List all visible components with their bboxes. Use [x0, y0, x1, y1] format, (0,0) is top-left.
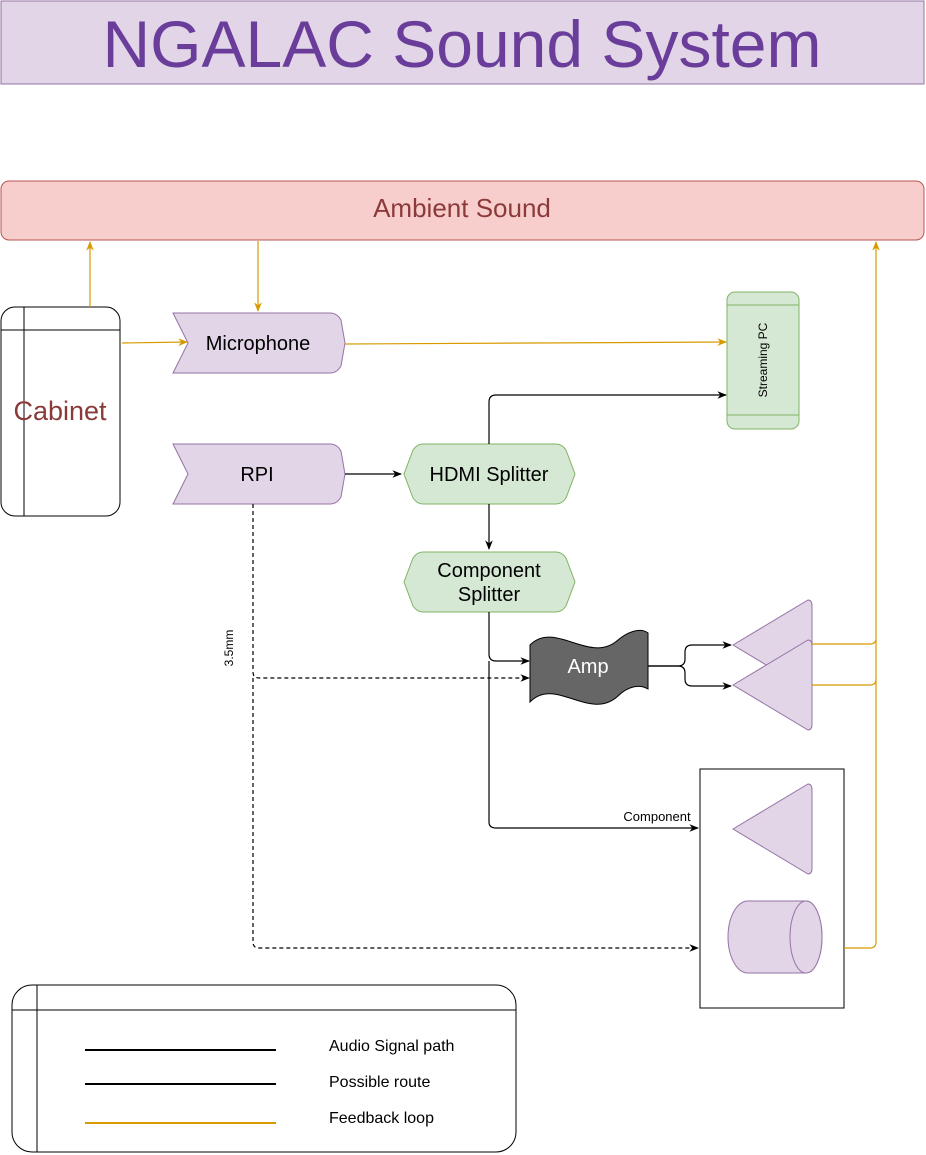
edge-microphone-streaming-pc [344, 338, 727, 346]
tv-speaker [732, 783, 813, 875]
rpi-node: RPI [172, 443, 346, 505]
ambient-sound-node: Ambient Sound [0, 180, 925, 241]
component-splitter-label-line2: Splitter [458, 584, 521, 606]
ambient-sound-label: Ambient Sound [373, 193, 551, 223]
edge-amp-speaker-bottom [648, 665, 732, 690]
hdmi-splitter-label: HDMI Splitter [430, 464, 549, 486]
legend-label-feedback-loop: Feedback loop [329, 1110, 434, 1127]
amp-label: Amp [567, 656, 608, 678]
signal-edges [345, 391, 732, 832]
component-splitter-label-line1: Component [437, 560, 541, 582]
legend-label-possible-route: Possible route [329, 1074, 430, 1091]
edge-tv-feedback [844, 640, 877, 949]
title-banner: NGALAC Sound System [0, 0, 925, 85]
amp-node: Amp [529, 629, 649, 705]
diagram-title: NGALAC Sound System [103, 7, 822, 81]
component-splitter-node: Component Splitter [403, 551, 576, 613]
feedback-edges [86, 241, 880, 949]
streaming-pc-node: Streaming PC [726, 291, 800, 430]
edge-speaker-bottom-feedback [812, 678, 877, 686]
rpi-label: RPI [240, 464, 273, 486]
edge-amp-speaker-top [648, 641, 732, 667]
legend: Audio Signal path Possible route Feedbac… [11, 984, 517, 1153]
edge-label-component: Component [623, 809, 691, 824]
possible-route-edges [252, 504, 699, 952]
edge-cabinet-microphone [121, 338, 188, 346]
edge-component-tv [488, 661, 699, 832]
cabinet-label: Cabinet [13, 396, 107, 426]
edge-rpi-tv-dashed [252, 678, 699, 952]
edge-rpi-amp-dashed [252, 504, 530, 682]
tv-cylinder [727, 900, 823, 974]
edge-component-amp [488, 612, 530, 665]
legend-label-audio-signal: Audio Signal path [329, 1038, 454, 1055]
cabinet-node: Cabinet [0, 306, 121, 517]
microphone-node: Microphone [172, 312, 346, 374]
edge-label-3-5mm: 3.5mm [222, 630, 236, 667]
edge-speaker-top-ambient [812, 241, 880, 645]
tv-node [699, 768, 845, 1009]
streaming-pc-label: Streaming PC [756, 322, 770, 397]
hdmi-splitter-node: HDMI Splitter [403, 443, 576, 505]
edge-hdmi-streaming-pc [488, 391, 727, 444]
microphone-label: Microphone [206, 333, 311, 355]
